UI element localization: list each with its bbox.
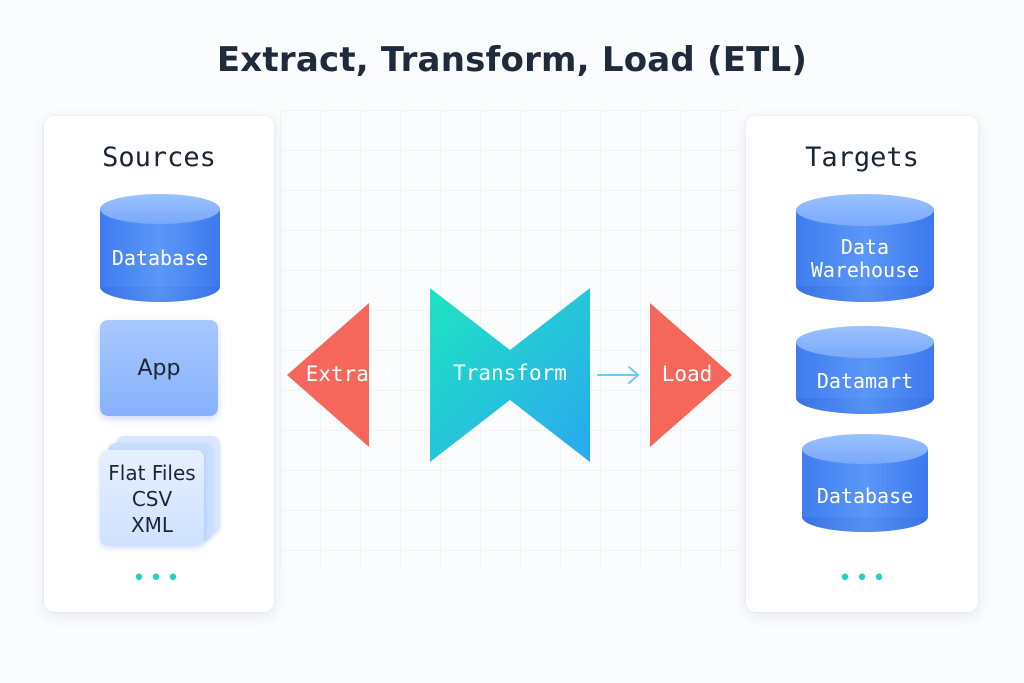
diagram-title: Extract, Transform, Load (ETL) bbox=[216, 40, 808, 80]
flat-files-label: Flat Files CSV XML bbox=[100, 460, 204, 538]
app-label: App bbox=[137, 356, 181, 381]
target-database-label: Database bbox=[816, 484, 914, 508]
datamart-label: Datamart bbox=[816, 369, 914, 393]
source-database-label: Database bbox=[111, 246, 209, 270]
targets-more-dots: ••• bbox=[838, 566, 890, 591]
source-database-cylinder: Database bbox=[100, 194, 220, 302]
extract-triangle bbox=[287, 303, 369, 447]
target-database-cylinder: Database bbox=[802, 434, 928, 532]
data-warehouse-cylinder: Data Warehouse bbox=[796, 194, 934, 302]
flat-files-line: Flat Files bbox=[108, 461, 196, 485]
app-source-box: App bbox=[100, 320, 218, 416]
transform-label: Transform bbox=[453, 361, 567, 385]
warehouse-line-1: Data bbox=[840, 235, 890, 259]
warehouse-line-2: Warehouse bbox=[810, 258, 920, 282]
data-warehouse-label: Data Warehouse bbox=[796, 236, 934, 282]
arrow-icon bbox=[597, 366, 640, 384]
xml-line: XML bbox=[130, 513, 174, 537]
load-triangle bbox=[650, 303, 732, 447]
transform-bowtie bbox=[430, 288, 590, 462]
load-label: Load bbox=[661, 362, 713, 386]
csv-line: CSV bbox=[131, 487, 173, 511]
extract-label: Extract bbox=[305, 362, 395, 386]
datamart-cylinder: Datamart bbox=[796, 326, 934, 414]
sources-heading: Sources bbox=[102, 142, 216, 173]
targets-heading: Targets bbox=[805, 142, 919, 173]
file-sheet-front bbox=[100, 450, 204, 546]
